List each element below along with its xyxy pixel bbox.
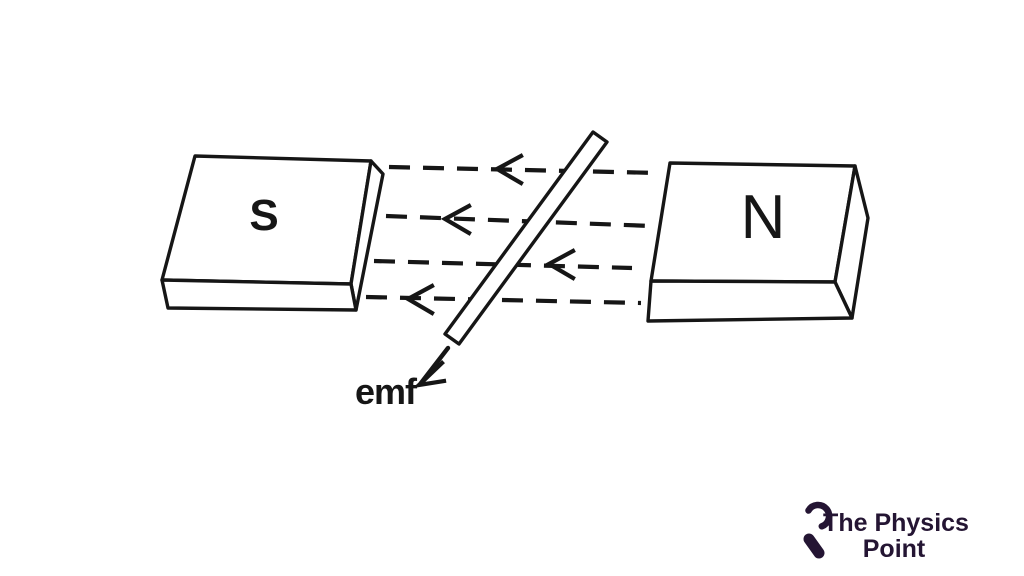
brand-logo: The Physics Point: [803, 501, 969, 563]
emf-label: emf: [355, 371, 418, 412]
left-arrow-icon: [544, 248, 576, 281]
emf-arrow: [412, 345, 451, 389]
left-arrow-icon: [492, 153, 524, 186]
logo-text-line1: The Physics: [823, 509, 969, 537]
left-arrow-icon: [440, 203, 472, 236]
logo-handle-shape: [803, 533, 825, 559]
conductor-rod: [443, 130, 609, 346]
magnet-n-front-face: [646, 279, 854, 323]
logo-text-line2: Point: [863, 535, 926, 563]
bar-magnet-s: S: [160, 154, 385, 312]
down-left-arrow-icon: [412, 360, 447, 389]
n-pole-label: N: [741, 183, 786, 252]
logo-crescent-shape: [805, 501, 833, 530]
field-line-1: [388, 164, 661, 176]
field-line-arrowheads: [403, 153, 576, 316]
crescent-magnifier-icon: [803, 501, 833, 559]
left-arrow-icon: [403, 283, 435, 316]
s-pole-label: S: [249, 191, 278, 240]
field-line-2: [385, 213, 653, 229]
conductor-rod-bar: [443, 130, 609, 346]
bar-magnet-n: N: [646, 161, 870, 323]
field-lines: [365, 164, 661, 306]
field-line-3: [373, 258, 633, 271]
magnet-s-front-face: [160, 278, 358, 312]
